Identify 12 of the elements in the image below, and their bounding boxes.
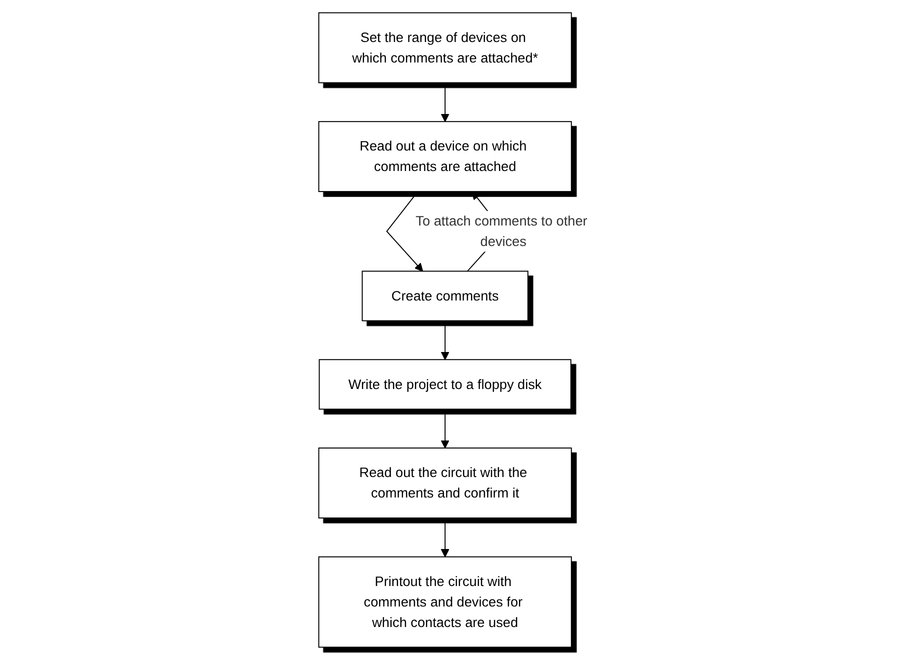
node-box: Read out a device on which comments are attached bbox=[318, 120, 572, 192]
arrow bbox=[441, 408, 450, 448]
edge-label: To attach comments to other devices bbox=[416, 212, 588, 248]
node-box: Set the range of devices on which comments are attached* bbox=[318, 12, 572, 83]
node-box: Printout the circuit with comments and devices for which contacts are used bbox=[318, 556, 572, 648]
node-box: Write the project to a floppy disk bbox=[319, 358, 572, 410]
arrow bbox=[441, 320, 450, 360]
arrow bbox=[441, 82, 450, 122]
arrow bbox=[441, 517, 450, 557]
node-box: Create comments bbox=[362, 270, 529, 321]
arrow bbox=[386, 190, 424, 272]
node-box: Read out the circuit with the comments and confirm it bbox=[318, 447, 572, 518]
